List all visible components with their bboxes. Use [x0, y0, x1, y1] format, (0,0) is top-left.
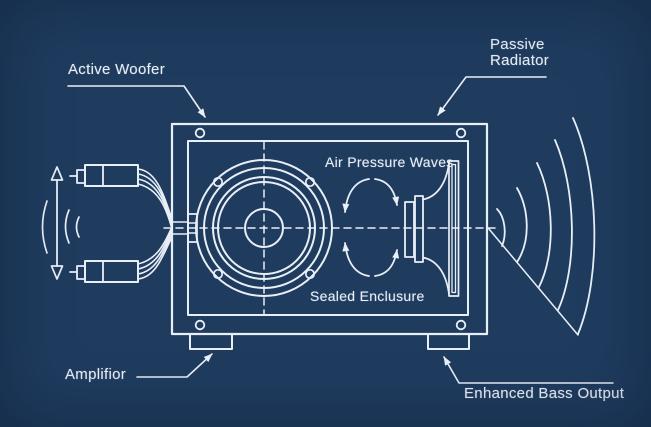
label-sealed-enclosure: Sealed Enclusure: [310, 288, 425, 304]
bass-wave-1: [496, 208, 506, 247]
woofer-dust-cap: [244, 208, 284, 248]
bass-wave-4: [554, 139, 573, 311]
corner-screw: [455, 319, 467, 331]
corner-screw: [455, 127, 467, 139]
woofer-ring-2: [203, 167, 325, 289]
woofer-surround-inner: [217, 181, 311, 275]
air-arrow-top-left: [342, 178, 370, 213]
vibration-arrowhead-up: [50, 166, 64, 181]
cable-strand: [137, 178, 173, 227]
woofer-frame-ring: [195, 159, 333, 297]
cable-strand: [137, 232, 173, 275]
radiator-cone-bottom: [422, 256, 450, 295]
dispersion-ray: [488, 228, 579, 336]
bass-wave-5: [572, 117, 596, 335]
radiator-cone-top: [422, 162, 450, 201]
radiator-hub-left: [404, 201, 415, 258]
vibration-arc: [41, 200, 48, 254]
centerlines: [163, 141, 497, 315]
air-arrow-top-right: [374, 178, 400, 206]
label-passive-radiator: Passive Radiator: [490, 36, 550, 69]
bass-wave-3: [536, 162, 552, 288]
leader-active-woofer: [67, 85, 206, 118]
enclosure-foot-left: [189, 333, 233, 350]
leader-passive-radiator: [437, 76, 547, 116]
label-enhanced-bass-output: Enhanced Bass Output: [464, 385, 625, 402]
radiator-panel-inner: [451, 163, 457, 294]
plug-bottom-body: [84, 260, 139, 283]
air-arrow-bottom-left: [342, 242, 370, 277]
leader-enhanced-bass: [443, 356, 614, 384]
corner-screw: [194, 127, 206, 139]
cable-bottom: [137, 226, 173, 280]
radiator-hub-right: [414, 195, 424, 263]
passive-radiator-drawing: [404, 160, 460, 297]
input-connectors-drawing: [41, 164, 173, 283]
cable-strand: [137, 229, 173, 270]
active-woofer-drawing: [171, 159, 333, 297]
air-pressure-arrows: [342, 178, 400, 277]
cable-strand: [137, 168, 173, 220]
cable-top: [137, 168, 173, 230]
label-active-woofer: Active Woofer: [68, 61, 165, 78]
label-amplifier: Amplifior: [65, 366, 127, 383]
woofer-screw: [212, 268, 224, 280]
plug-top-body: [84, 164, 139, 187]
vibration-arc: [64, 209, 70, 244]
leader-lines: [67, 76, 614, 384]
corner-screw: [194, 319, 206, 331]
plug-top-tip: [76, 169, 86, 184]
plug-bottom-tip: [76, 265, 86, 280]
cable-strand: [137, 183, 173, 230]
cable-strand: [137, 226, 173, 265]
air-arrow-bottom-right: [374, 249, 400, 277]
woofer-screw: [212, 176, 224, 188]
wire-terminal-block: [187, 213, 198, 243]
vibration-arrowhead-down: [50, 265, 64, 280]
enclosure-foot-right: [427, 333, 470, 350]
leader-amplifier: [136, 353, 213, 378]
woofer-screw: [304, 268, 316, 280]
vibration-arc: [75, 216, 80, 238]
cable-strand: [137, 236, 173, 280]
bass-wave-2: [516, 187, 528, 263]
woofer-surround-outer: [212, 176, 316, 280]
label-air-pressure-waves: Air Pressure Waves: [325, 154, 454, 170]
woofer-screw: [304, 176, 316, 188]
cable-strand: [137, 173, 173, 224]
bass-output-waves: [488, 117, 596, 336]
radiator-panel-outer: [448, 160, 460, 297]
